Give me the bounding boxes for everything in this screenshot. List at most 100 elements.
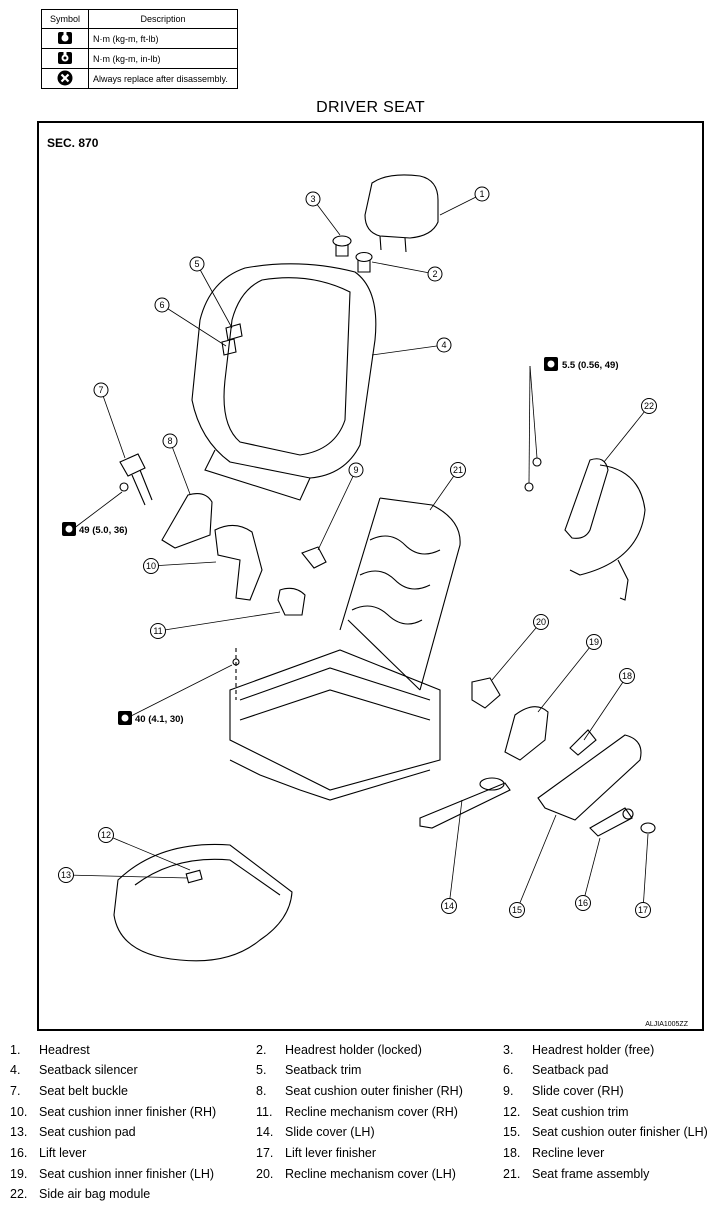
callout-21: 21 xyxy=(450,462,466,478)
replace-part-icon xyxy=(41,68,89,89)
callout-18: 18 xyxy=(619,668,635,684)
legend-label: Headrest holder (locked) xyxy=(285,1043,422,1057)
callout-15-label: 15 xyxy=(512,905,522,915)
torque-wrench-icon xyxy=(41,28,89,49)
airbag-module-shape xyxy=(564,458,609,539)
callout-11: 11 xyxy=(150,623,166,639)
callout-16: 16 xyxy=(575,895,591,911)
headrest-shape xyxy=(364,174,439,239)
legend-label: Recline lever xyxy=(532,1146,605,1160)
seat-cushion-shape xyxy=(113,843,293,962)
legend-num: 20. xyxy=(256,1167,274,1181)
callout-9: 9 xyxy=(348,462,364,478)
callout-14-label: 14 xyxy=(444,901,454,911)
legend-label: Recline mechanism cover (LH) xyxy=(285,1167,456,1181)
legend-num: 4. xyxy=(10,1063,21,1077)
legend-label: Seat cushion outer finisher (RH) xyxy=(285,1084,463,1098)
callout-4-label: 4 xyxy=(441,340,446,350)
symbol-description: Always replace after disassembly. xyxy=(88,68,238,89)
legend-label: Seat cushion inner finisher (LH) xyxy=(39,1167,215,1181)
legend-num: 12. xyxy=(503,1105,521,1119)
callout-1: 1 xyxy=(474,186,490,202)
torque-value-airbag: 5.5 (0.56, 49) xyxy=(562,360,619,371)
callout-4: 4 xyxy=(436,337,452,353)
description-header: Description xyxy=(88,9,238,29)
legend-label: Side air bag module xyxy=(39,1187,151,1201)
legend-num: 22. xyxy=(10,1187,28,1201)
torque-value-belt: 49 (5.0, 36) xyxy=(79,525,128,536)
callout-6: 6 xyxy=(154,297,170,313)
legend-num: 17. xyxy=(256,1146,274,1160)
legend-num: 7. xyxy=(10,1084,21,1098)
legend-num: 3. xyxy=(503,1043,514,1057)
legend-label: Seat frame assembly xyxy=(532,1167,650,1181)
legend-num: 2. xyxy=(256,1043,267,1057)
callout-20: 20 xyxy=(533,614,549,630)
torque-wrench-small-icon xyxy=(41,48,89,69)
callout-7: 7 xyxy=(93,382,109,398)
legend-label: Recline mechanism cover (RH) xyxy=(285,1105,458,1119)
legend-label: Headrest holder (free) xyxy=(532,1043,655,1057)
legend-num: 5. xyxy=(256,1063,267,1077)
symbol-table: Symbol Description N·m (kg-m, ft-lb) N·m… xyxy=(41,9,238,89)
callout-20-label: 20 xyxy=(536,617,546,627)
section-number: SEC. 870 xyxy=(47,136,99,150)
callout-9-label: 9 xyxy=(353,465,358,475)
torque-value-frame: 40 (4.1, 30) xyxy=(135,714,184,725)
callout-22-label: 22 xyxy=(644,401,654,411)
legend-label: Headrest xyxy=(39,1043,90,1057)
legend-num: 16. xyxy=(10,1146,28,1160)
legend-num: 6. xyxy=(503,1063,514,1077)
legend-label: Seat cushion trim xyxy=(532,1105,629,1119)
callout-5: 5 xyxy=(189,256,205,272)
exploded-seat-diagram: SEC. 870 ALJIA1005ZZ xyxy=(37,121,704,1031)
callout-2-label: 2 xyxy=(432,269,437,279)
callout-10-label: 10 xyxy=(146,561,156,571)
legend-label: Slide cover (LH) xyxy=(285,1125,375,1139)
callout-16-label: 16 xyxy=(578,898,588,908)
callout-6-label: 6 xyxy=(159,300,164,310)
legend-label: Seat cushion outer finisher (LH) xyxy=(532,1125,708,1139)
torque-callout-airbag: 5.5 (0.56, 49) xyxy=(544,357,619,371)
legend-num: 9. xyxy=(503,1084,514,1098)
callout-12-label: 12 xyxy=(101,830,111,840)
legend-num: 18. xyxy=(503,1146,521,1160)
callout-8-label: 8 xyxy=(167,436,172,446)
seatback-shape xyxy=(191,263,377,479)
legend-num: 8. xyxy=(256,1084,267,1098)
callout-18-label: 18 xyxy=(622,671,632,681)
callout-14: 14 xyxy=(441,898,457,914)
callout-17: 17 xyxy=(635,902,651,918)
diagram-title: DRIVER SEAT xyxy=(316,99,425,116)
callout-19: 19 xyxy=(586,634,602,650)
legend-label: Seatback pad xyxy=(532,1063,609,1077)
symbol-header: Symbol xyxy=(41,9,89,29)
callout-15: 15 xyxy=(509,902,525,918)
legend-label: Seatback trim xyxy=(285,1063,362,1077)
callout-3: 3 xyxy=(305,191,321,207)
legend-label: Slide cover (RH) xyxy=(532,1084,624,1098)
callout-19-label: 19 xyxy=(589,637,599,647)
legend-label: Lift lever finisher xyxy=(285,1146,377,1160)
legend-num: 14. xyxy=(256,1125,274,1139)
legend-label: Seat cushion inner finisher (RH) xyxy=(39,1105,217,1119)
callout-group: 1 2 3 4 5 6 7 8 9 10 11 12 13 14 15 16 1… xyxy=(58,186,657,918)
symbol-description: N·m (kg-m, in-lb) xyxy=(88,48,238,69)
callout-12: 12 xyxy=(98,827,114,843)
callout-13-label: 13 xyxy=(61,870,71,880)
callout-3-label: 3 xyxy=(310,194,315,204)
seat-frame-shape xyxy=(339,497,461,691)
callout-1-label: 1 xyxy=(479,189,484,199)
callout-5-label: 5 xyxy=(194,259,199,269)
legend-label: Lift lever xyxy=(39,1146,87,1160)
legend-num: 13. xyxy=(10,1125,28,1139)
legend-num: 11. xyxy=(256,1105,273,1119)
legend-num: 19. xyxy=(10,1167,28,1181)
legend-label: Seat cushion pad xyxy=(39,1125,136,1139)
callout-22: 22 xyxy=(641,398,657,414)
figure-id: ALJIA1005ZZ xyxy=(645,1021,689,1028)
legend-label: Seat belt buckle xyxy=(39,1084,128,1098)
legend-label: Seatback silencer xyxy=(39,1063,138,1077)
callout-21-label: 21 xyxy=(453,465,463,475)
legend-num: 1. xyxy=(10,1043,21,1057)
